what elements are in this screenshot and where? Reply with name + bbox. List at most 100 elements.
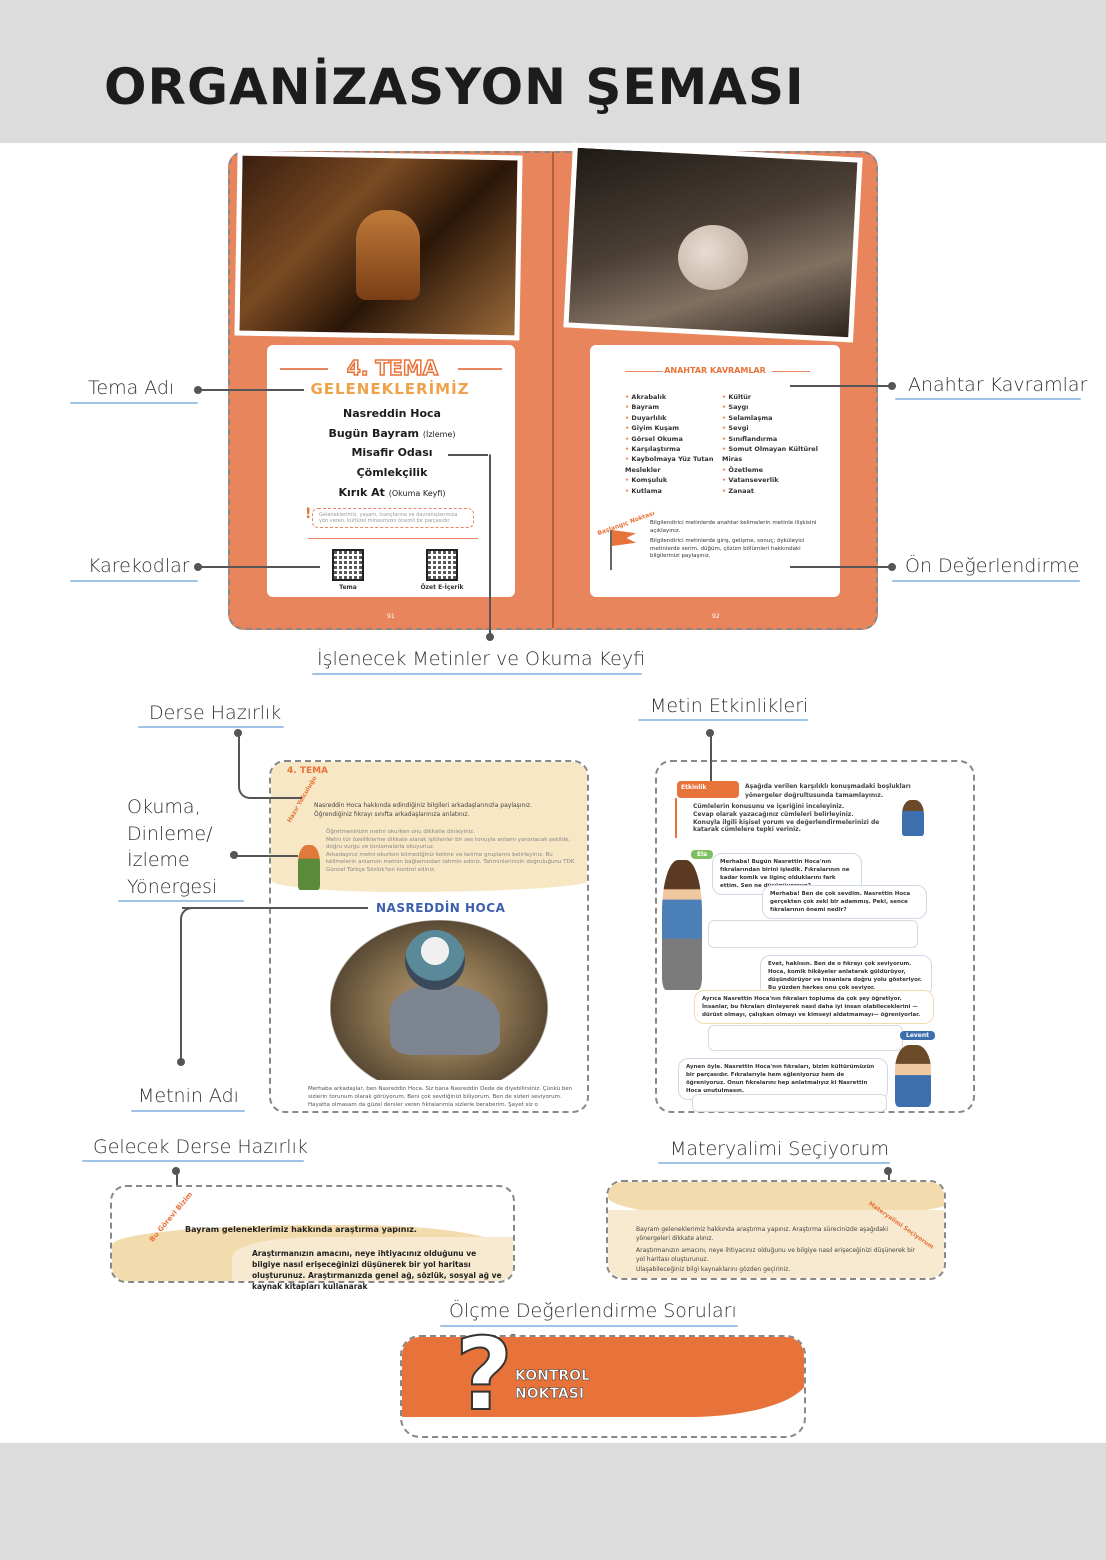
- callout-underline: [440, 1325, 738, 1327]
- callout-olcme: Ölçme Değerlendirme Soruları: [449, 1300, 737, 1322]
- callout-underline: [658, 1162, 890, 1164]
- callout-dot: [888, 382, 896, 390]
- next-lesson-detail: Araştırmanızın amacını, neye ihtiyacınız…: [252, 1249, 502, 1291]
- boy-levent-figure: [895, 1045, 931, 1107]
- callout-dot: [486, 633, 494, 641]
- qr-code-ozet[interactable]: [426, 549, 458, 581]
- page-title: ORGANİZASYON ŞEMASI: [104, 58, 805, 116]
- hoca-figure: [405, 930, 465, 990]
- story-body: Merhaba arkadaşlar, ben Nasreddin Hoca. …: [308, 1086, 573, 1108]
- callout-line: [198, 566, 320, 568]
- question-mark-icon: ?: [454, 1316, 514, 1433]
- story-title: NASREDDİN HOCA: [376, 901, 506, 915]
- materyal-inner: [608, 1210, 944, 1278]
- instruction-text: Öğretmeninizin metni okurken onu dikkatl…: [326, 829, 575, 873]
- callout-dot: [177, 1058, 185, 1066]
- exclamation-icon: !: [305, 506, 312, 522]
- etkinlik-pill: Etkinlik: [677, 781, 739, 798]
- footer-band: [0, 1443, 1106, 1560]
- callout-underline: [70, 580, 198, 582]
- speech-bubble: Merhaba! Ben de çok sevdim. Nasrettin Ho…: [762, 885, 927, 919]
- callout-underline: [70, 402, 198, 404]
- callout-line: [710, 733, 712, 781]
- tema-name: GELENEKLERİMİZ: [310, 380, 470, 398]
- name-tag-levent: Levent: [900, 1031, 936, 1040]
- callout-underline: [892, 580, 1080, 582]
- tema-bar-left: [280, 368, 328, 370]
- callout-line: [489, 454, 491, 636]
- answer-box[interactable]: [708, 1025, 903, 1051]
- qr-caption: Özet E-İçerik: [420, 584, 464, 591]
- callout-karekodlar: Karekodlar: [88, 555, 190, 577]
- kontrol-orange: [402, 1337, 804, 1417]
- next-lesson-box: [110, 1185, 515, 1283]
- text-item: Kırık At (Okuma Keyfi): [338, 486, 446, 499]
- boy-camera-figure: [902, 800, 924, 836]
- callout-underline: [131, 1110, 245, 1112]
- tema-number: 4. TEMA: [346, 355, 439, 381]
- callout-underline: [312, 673, 642, 675]
- next-lesson-inner: [232, 1237, 513, 1281]
- answer-box[interactable]: [692, 1094, 887, 1112]
- tema-tag: 4. TEMA: [287, 766, 329, 776]
- page-number: 91: [387, 613, 395, 620]
- callout-underline: [895, 398, 1081, 400]
- donkey-shape: [390, 985, 500, 1055]
- coffee-pot-shape: [356, 210, 420, 300]
- divider: [308, 538, 478, 539]
- theme-note: Geleneklerimiz, yaşam, inançlarına ve da…: [312, 508, 474, 528]
- callout-underline: [138, 726, 284, 728]
- girl-ela-figure: [662, 860, 702, 990]
- callout-line: [250, 797, 302, 799]
- student-figure: [298, 845, 320, 890]
- kontrol-noktasi-box: [400, 1335, 806, 1438]
- callout-metnin-adi: Metnin Adı: [138, 1085, 239, 1107]
- keywords-col-2: Kültür Saygı Selamlaşma Sevgi Sınıflandı…: [722, 392, 822, 496]
- answer-box[interactable]: [708, 920, 918, 948]
- callout-line: [180, 920, 182, 1060]
- callout-underline: [638, 719, 808, 721]
- materyal-text: Bayram geleneklerimiz hakkında araştırma…: [636, 1226, 916, 1273]
- qr-code-tema[interactable]: [332, 549, 364, 581]
- page-number: 92: [712, 613, 720, 620]
- kw-bar-right: [772, 371, 810, 372]
- callout-underline: [82, 1160, 304, 1162]
- prep-text: Nasreddin Hoca hakkında edindiğiniz bilg…: [314, 802, 532, 818]
- callout-line: [238, 780, 250, 799]
- callout-line: [790, 385, 890, 387]
- callout-dot: [888, 563, 896, 571]
- callout-tema-adi: Tema Adı: [88, 377, 175, 399]
- keywords-title: ANAHTAR KAVRAMLAR: [664, 366, 766, 375]
- callout-okuma-yonergesi: Okuma, Dinleme/ İzleme Yönergesi: [127, 796, 218, 898]
- text-item: Misafir Odası: [351, 446, 433, 459]
- flag-icon: [612, 530, 636, 546]
- activity-accent: [675, 798, 677, 838]
- flag-pole: [610, 530, 612, 570]
- callout-line: [180, 907, 194, 921]
- materyal-box: [606, 1180, 946, 1280]
- callout-anahtar-kavramlar: Anahtar Kavramlar: [908, 374, 1088, 396]
- callout-line: [238, 733, 240, 781]
- callout-islenecek-metinler: İşlenecek Metinler ve Okuma Keyfi: [317, 648, 646, 670]
- callout-on-degerlendirme: Ön Değerlendirme: [905, 555, 1080, 577]
- callout-line: [448, 454, 488, 456]
- spread-spine: [552, 152, 554, 628]
- speech-bubble: Ayrıca Nasrettin Hoca'nın fıkraları topl…: [694, 990, 934, 1024]
- clay-pot-shape: [678, 225, 748, 290]
- keywords-col-1: Akrabalık Bayram Duyarlılık Giyim Kuşam …: [625, 392, 717, 496]
- prep-background: [271, 762, 587, 892]
- callout-line: [234, 855, 298, 857]
- text-item: Nasreddin Hoca: [343, 407, 441, 420]
- activity-bullets: Cümlelerin konusunu ve içeriğini inceley…: [693, 803, 880, 834]
- pre-evaluation-text: Bilgilendirici metinlerde anahtar kelime…: [650, 520, 817, 559]
- callout-line: [790, 566, 890, 568]
- callout-gelecek-derse: Gelecek Derse Hazırlık: [93, 1136, 308, 1158]
- kontrol-noktasi-text: KONTROL NOKTASI: [515, 1368, 591, 1403]
- speech-bubble: Aynen öyle. Nasrettin Hoca'nın fıkraları…: [678, 1058, 888, 1100]
- callout-metin-etkinlikleri: Metin Etkinlikleri: [650, 695, 809, 717]
- tema-bar-right: [458, 368, 502, 370]
- activity-instruction: Aşağıda verilen karşılıklı konuşmadaki b…: [745, 783, 911, 799]
- kw-bar-left: [625, 371, 663, 372]
- qr-caption: Tema: [339, 584, 357, 591]
- callout-materyalimi: Materyalimi Seçiyorum: [670, 1138, 889, 1160]
